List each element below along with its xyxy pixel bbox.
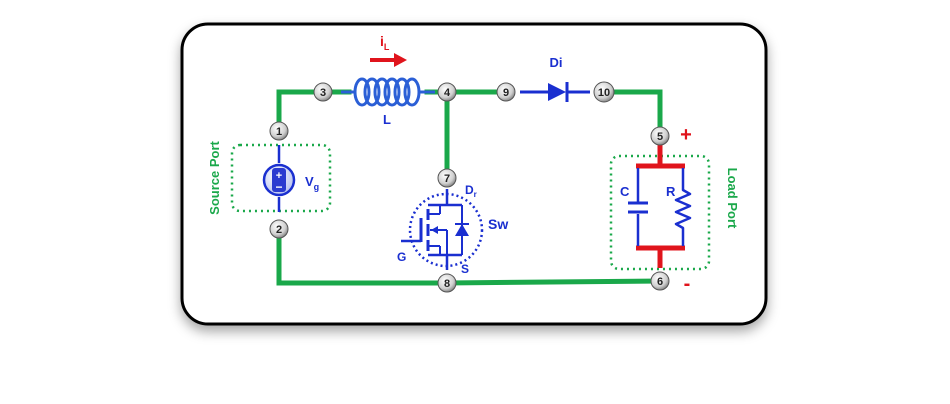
svg-text:5: 5	[657, 131, 663, 143]
gate-label: G	[397, 250, 406, 264]
resistor-label: R	[666, 184, 676, 199]
node-7: 7	[437, 168, 457, 188]
svg-text:−: −	[275, 180, 282, 194]
svg-text:10: 10	[598, 87, 610, 99]
node-5: 5	[650, 126, 670, 146]
node-9: 9	[496, 82, 516, 102]
minus-sign: -	[684, 273, 691, 295]
node-8: 8	[437, 273, 457, 293]
svg-text:2: 2	[276, 224, 282, 236]
diode-label: Di	[550, 55, 563, 70]
source-port-label: Source Port	[207, 140, 222, 214]
svg-text:4: 4	[444, 87, 451, 99]
node-3: 3	[313, 82, 333, 102]
drain-label: Dr	[465, 183, 477, 199]
svg-text:3: 3	[320, 87, 326, 99]
mosfet-switch-icon	[401, 189, 484, 270]
svg-text:7: 7	[444, 173, 450, 185]
svg-text:+: +	[276, 170, 282, 182]
load-port-label: Load Port	[725, 168, 740, 229]
inductor-label: L	[383, 112, 391, 127]
svg-text:1: 1	[276, 126, 282, 138]
svg-text:8: 8	[444, 278, 450, 290]
node-6: 6	[650, 271, 670, 291]
node-4: 4	[437, 82, 457, 102]
node-1: 1	[269, 121, 289, 141]
inductor-current-label: iL	[380, 33, 390, 52]
load-network	[628, 145, 692, 268]
source-port-box	[230, 143, 332, 213]
svg-text:6: 6	[657, 276, 663, 288]
node-10: 10	[593, 81, 615, 103]
switch-label: Sw	[488, 216, 508, 232]
source-voltage-label: Vg	[305, 174, 319, 192]
svg-text:9: 9	[503, 87, 509, 99]
diode-icon	[520, 82, 590, 102]
inductor-icon	[341, 77, 435, 107]
source-terminal-label: S	[461, 262, 469, 276]
node-2: 2	[269, 219, 289, 239]
capacitor-label: C	[620, 184, 630, 199]
current-arrow-icon	[370, 53, 407, 67]
plus-sign: +	[680, 124, 692, 146]
